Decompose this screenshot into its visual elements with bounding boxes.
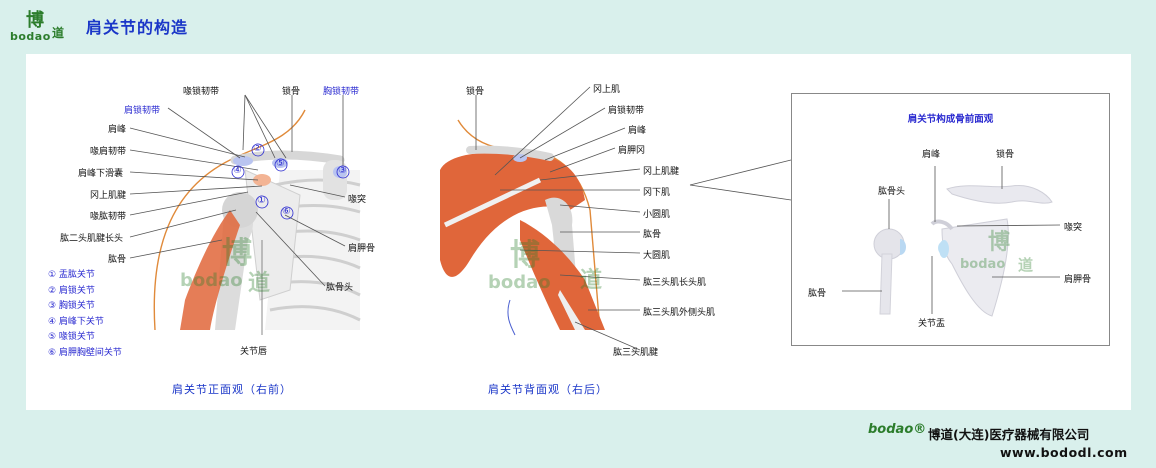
label-scapula-front: 肩胛骨 (348, 244, 376, 254)
label-acromion-front: 肩峰 (108, 125, 127, 135)
label-scapular-spine: 肩胛冈 (618, 146, 646, 156)
label-teres-major: 大圆肌 (643, 251, 671, 261)
inset-label-humeral-head: 肱骨头 (878, 187, 906, 197)
logo-glyph: 博 (26, 10, 44, 31)
legend-item: ⑤ 喙锁关节 (48, 332, 95, 343)
label-clavicle-back: 锁骨 (466, 87, 485, 97)
front-view-caption: 肩关节正面观（右前） (172, 383, 292, 396)
inset-label-glenoid: 关节盂 (918, 319, 946, 329)
bones-inset: 肩关节构成骨前面观 肩峰 锁骨 肱骨头 喙突 肱骨 肩胛骨 关节盂 博 boda… (791, 93, 1110, 346)
logo-text: bodao (10, 30, 51, 43)
legend-item: ③ 胸锁关节 (48, 301, 95, 312)
label-humeral-head-front: 肱骨头 (326, 283, 354, 293)
watermark: 博 (988, 229, 1011, 255)
watermark: 道 (1018, 256, 1034, 274)
label-coracoacromial-lig: 喙肩韧带 (90, 147, 127, 157)
label-infraspinatus: 冈下肌 (643, 188, 671, 198)
marker-3: ③ (338, 165, 347, 176)
label-clavicle-front: 锁骨 (282, 87, 301, 97)
marker-6: ⑥ (282, 206, 291, 217)
inset-bones-drawing (842, 166, 1061, 317)
header: 博 道 bodao 肩关节的构造 (0, 0, 1156, 46)
footer-logo: bodao® (868, 422, 927, 437)
inset-label-acromion: 肩峰 (922, 150, 941, 160)
label-teres-minor: 小圆肌 (643, 210, 671, 220)
back-view-caption: 肩关节背面观（右后） (488, 383, 608, 396)
label-triceps-tendon: 肱三头肌腱 (613, 348, 659, 358)
label-coracoid-front: 喙突 (348, 195, 367, 205)
label-triceps-lateral-head: 肱三头肌外侧头肌 (643, 308, 716, 318)
marker-4: ④ (233, 165, 242, 176)
inset-title: 肩关节构成骨前面观 (907, 114, 994, 125)
label-humerus-front: 肱骨 (108, 255, 127, 265)
label-acromion-back: 肩峰 (628, 126, 647, 136)
label-sternoclavicular-lig: 胸锁韧带 (323, 87, 360, 97)
marker-1: ① (257, 195, 266, 206)
label-supraspinatus-tendon-front: 冈上肌腱 (90, 191, 127, 201)
watermark: bodao (180, 270, 243, 291)
marker-2: ② (253, 143, 262, 154)
watermark: 道 (248, 270, 271, 296)
label-biceps-long-head: 肱二头肌腱长头 (60, 234, 124, 244)
watermark: bodao (488, 272, 551, 293)
legend-item: ① 盂肱关节 (48, 270, 95, 280)
label-acromioclavicular-lig: 肩锁韧带 (124, 106, 161, 116)
inset-label-clavicle: 锁骨 (996, 150, 1015, 160)
label-humerus-back: 肱骨 (643, 230, 662, 240)
watermark: bodao (960, 257, 1006, 272)
legend-item: ④ 肩峰下关节 (48, 316, 104, 327)
legend-item: ⑥ 肩胛胸壁间关节 (48, 347, 122, 358)
label-coracohumeral-lig: 喙肱韧带 (90, 212, 127, 222)
watermark: 博 (222, 236, 252, 271)
label-glenoid-labrum: 关节唇 (240, 347, 268, 357)
label-coracoclavicular-lig: 喙锁韧带 (183, 87, 220, 97)
watermark: 道 (580, 267, 603, 293)
label-subacromial-bursa: 肩峰下滑囊 (78, 169, 124, 179)
marker-5: ⑤ (276, 158, 285, 169)
legend-item: ② 肩锁关节 (48, 285, 95, 296)
label-supraspinatus: 冈上肌 (593, 85, 621, 95)
watermark: 博 (510, 238, 540, 273)
label-triceps-long-head: 肱三头肌长头肌 (643, 278, 707, 288)
page-title: 肩关节的构造 (86, 18, 189, 37)
brand-logo[interactable]: 博 道 bodao (8, 6, 68, 43)
label-supraspinatus-tendon-back: 冈上肌腱 (643, 167, 680, 177)
footer-url[interactable]: www.bododl.com (1000, 445, 1128, 460)
inset-label-humerus: 肱骨 (808, 289, 827, 299)
inset-label-scapula: 肩胛骨 (1064, 275, 1092, 285)
inset-label-coracoid: 喙突 (1064, 223, 1083, 233)
footer-company: 博道(大连)医疗器械有限公司 (928, 427, 1090, 442)
label-acromioclavicular-lig-back: 肩锁韧带 (608, 106, 645, 116)
logo-glyph-2: 道 (52, 26, 65, 40)
joint-legend: ① 盂肱关节 ② 肩锁关节 ③ 胸锁关节 ④ 肩峰下关节 ⑤ 喙锁关节 ⑥ 肩胛… (48, 268, 122, 362)
